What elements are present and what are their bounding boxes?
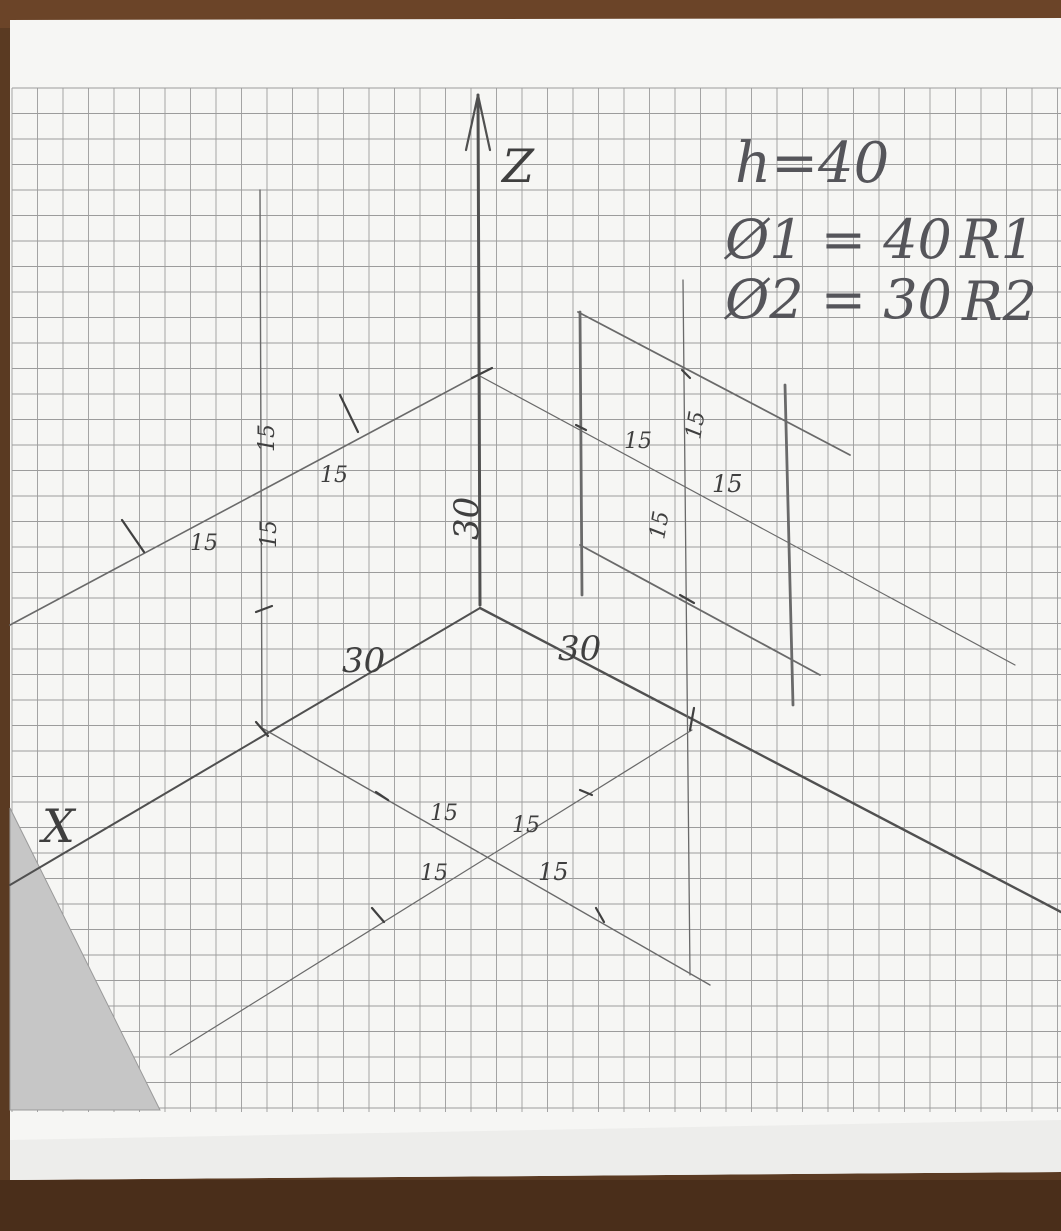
paper-fold [10, 1120, 1061, 1180]
top-face-y-edge [477, 374, 1016, 666]
tick [574, 423, 588, 432]
tick [688, 706, 696, 732]
profile-right-vertical [783, 383, 795, 707]
notes: h=40 Ø1 = 40 R1 Ø2 = 30 R2 [723, 131, 1037, 333]
profile-top-edge [577, 311, 851, 456]
paper-sheet [10, 18, 1061, 1180]
center-right-vertical [682, 279, 691, 976]
base-edge-a [261, 727, 711, 986]
tick [374, 790, 390, 802]
tick [338, 393, 360, 434]
dim-z-30: 30 [447, 497, 487, 540]
dim-15: 15 [645, 509, 674, 541]
z-axis-label: Z [500, 139, 535, 193]
tick [594, 906, 606, 924]
dim-15: 15 [420, 861, 448, 886]
tick [678, 593, 696, 605]
dimension-labels: 30 30 30 15 15 15 15 15 15 15 15 15 15 1… [190, 409, 743, 886]
dim-15: 15 [430, 801, 458, 826]
dim-15: 15 [257, 520, 282, 548]
tick [578, 788, 594, 797]
z-axis-line [476, 93, 482, 607]
note-r2: R2 [961, 270, 1037, 333]
dim-15: 15 [255, 424, 280, 452]
profile-left-vertical [578, 310, 584, 597]
top-face-x-edge [9, 374, 479, 626]
x-axis-line [9, 607, 481, 886]
tick [254, 604, 274, 614]
y-axis-line [478, 606, 1061, 914]
dim-15: 15 [681, 409, 710, 441]
left-vertical [259, 189, 263, 729]
note-d2: Ø2 = 30 [723, 268, 952, 331]
dim-15: 15 [190, 531, 218, 556]
axes [9, 93, 1061, 914]
construction-lines [9, 189, 1016, 1056]
note-h: h=40 [735, 131, 889, 196]
dim-15: 15 [320, 463, 348, 488]
note-d1: Ø1 = 40 [723, 208, 952, 271]
tick [370, 906, 386, 924]
dim-x-30: 30 [342, 641, 385, 681]
x-axis-label: X [39, 799, 77, 853]
tick [470, 366, 494, 380]
tick [680, 368, 692, 380]
dim-y-30: 30 [558, 629, 601, 669]
gray-shape [9, 807, 161, 1111]
tick [254, 720, 270, 738]
dim-15: 15 [712, 470, 743, 498]
profile-bottom-edge [579, 544, 821, 676]
tick-marks [120, 366, 696, 924]
z-axis-arrow [464, 94, 492, 152]
dim-15: 15 [538, 858, 569, 886]
dim-15: 15 [624, 429, 652, 454]
wood-grain-bottom [0, 1180, 1061, 1231]
tick [120, 518, 146, 554]
note-r1: R1 [959, 208, 1035, 271]
base-edge-b [169, 729, 693, 1056]
dim-15: 15 [512, 813, 540, 838]
